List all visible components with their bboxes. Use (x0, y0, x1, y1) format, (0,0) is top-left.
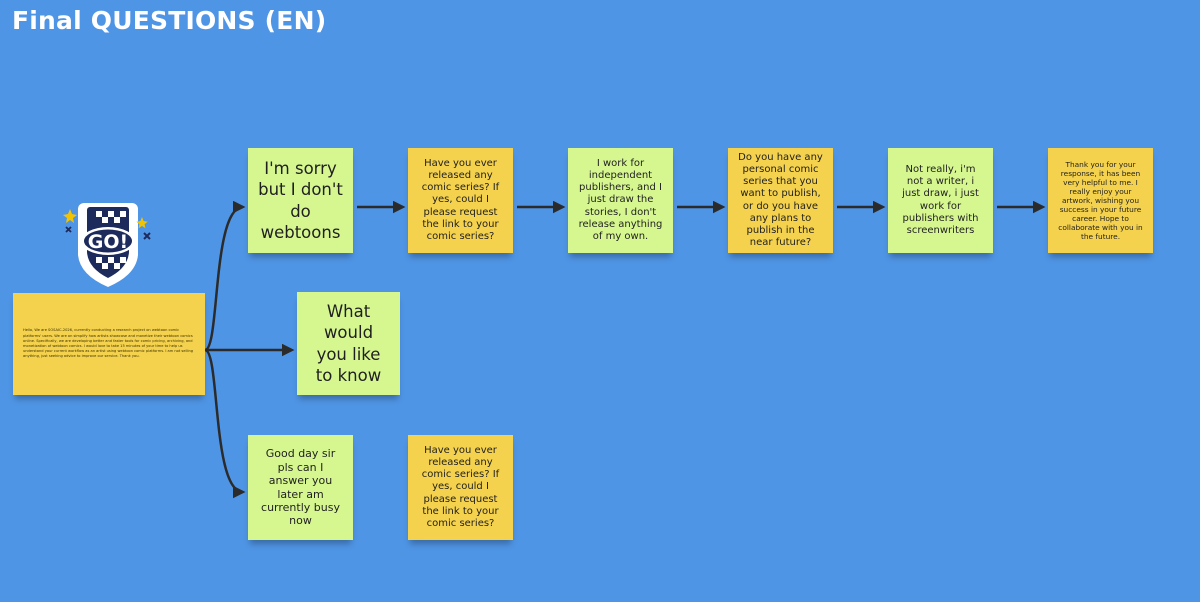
board-title: Final QUESTIONS (EN) (12, 6, 327, 35)
note-reply-publishers[interactable]: I work for independent publishers, and I… (568, 148, 673, 253)
connector-intro-to-no-webtoons (204, 200, 246, 352)
note-reply-not-writer[interactable]: Not really, i'm not a writer, i just dra… (888, 148, 993, 253)
note-reply-what-know-text: What would you like to know (315, 301, 382, 385)
sticker-text: GO! (88, 231, 128, 253)
note-reply-not-writer-text: Not really, i'm not a writer, i just dra… (902, 163, 979, 236)
go-checkered-flag-sticker-icon: GO! (62, 195, 154, 295)
note-reply-what-know[interactable]: What would you like to know (297, 292, 400, 395)
note-question-released-2[interactable]: Have you ever released any comic series?… (408, 435, 513, 540)
note-reply-publishers-text: I work for independent publishers, and I… (578, 157, 663, 242)
note-reply-busy[interactable]: Good day sir pls can I answer you later … (248, 435, 353, 540)
note-reply-busy-text: Good day sir pls can I answer you later … (261, 447, 340, 528)
note-question-personal[interactable]: Do you have any personal comic series th… (728, 148, 833, 253)
note-closing-thanks[interactable]: Thank you for your response, it has been… (1048, 148, 1153, 253)
note-question-released-1[interactable]: Have you ever released any comic series?… (408, 148, 513, 253)
intro-message-text: Hello, We are SOSAIC-2026, currently con… (23, 328, 194, 359)
note-question-personal-text: Do you have any personal comic series th… (738, 151, 823, 249)
note-question-released-2-text: Have you ever released any comic series?… (421, 444, 500, 529)
intro-message-note[interactable]: Hello, We are SOSAIC-2026, currently con… (13, 293, 205, 395)
note-reply-no-webtoons[interactable]: I'm sorry but I don't do webtoons (248, 148, 353, 253)
note-question-released-1-text: Have you ever released any comic series?… (421, 157, 500, 242)
note-reply-no-webtoons-text: I'm sorry but I don't do webtoons (258, 158, 343, 242)
connector-intro-to-busy (204, 348, 246, 499)
note-closing-thanks-text: Thank you for your response, it has been… (1058, 159, 1143, 242)
